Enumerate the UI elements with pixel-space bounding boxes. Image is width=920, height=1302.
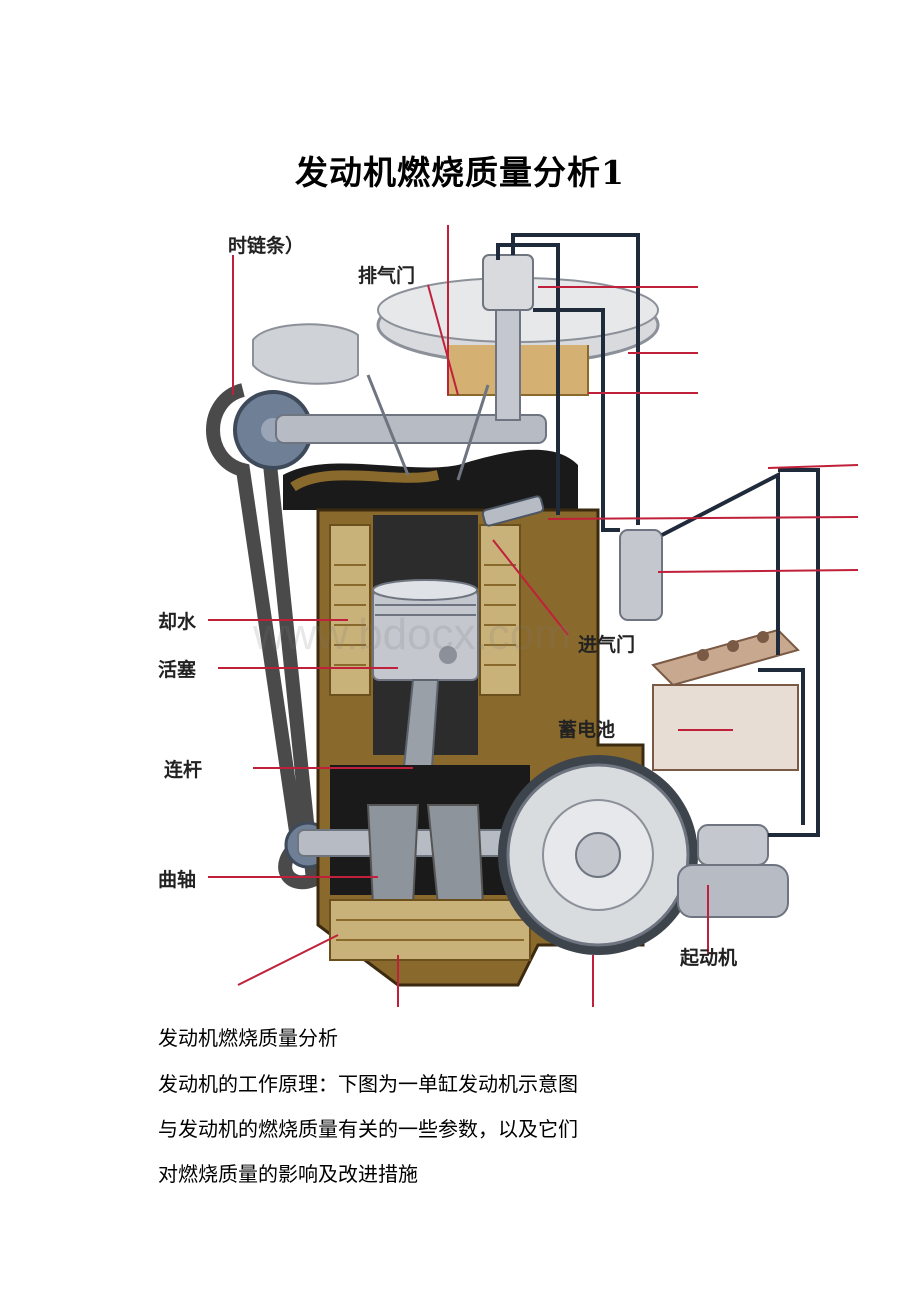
label-battery: 蓄电池 (558, 719, 616, 741)
valve-springs (366, 374, 490, 481)
label-crankshaft: 曲轴 (158, 869, 197, 891)
label-leaders (208, 225, 859, 1007)
label-timing-chain: 时链条） (228, 235, 305, 257)
exhaust-pipe (252, 323, 359, 385)
label-connecting-rod: 连杆 (164, 759, 203, 781)
distributor (482, 254, 534, 421)
oil-sump (329, 899, 531, 961)
camshaft (275, 414, 547, 444)
ignition-coil (619, 529, 663, 621)
engine-diagram: www.bdocx.com 时链条） 排气门 却水 活塞 连杆 曲轴 进气门 蓄… (158, 225, 860, 1007)
flywheel (498, 755, 698, 955)
coolant-jacket-left (329, 524, 371, 696)
wiring (496, 233, 820, 837)
paragraph-4: 对燃烧质量的影响及改进措施 (158, 1162, 418, 1186)
paragraph-3: 与发动机的燃烧质量有关的一些参数，以及它们 (158, 1117, 578, 1141)
label-exhaust-valve: 排气门 (358, 265, 416, 287)
starter-motor (677, 824, 789, 918)
piston (372, 579, 479, 681)
battery (651, 628, 800, 771)
label-intake-valve: 进气门 (578, 634, 636, 656)
document-title: 发动机燃烧质量分析1 (295, 153, 625, 192)
paragraph-1: 发动机燃烧质量分析 (158, 1026, 338, 1050)
paragraph-2: 发动机的工作原理：下图为一单缸发动机示意图 (158, 1072, 578, 1096)
spark-plug (481, 495, 545, 527)
label-coolant: 却水 (158, 611, 197, 633)
watermark: www.bdocx.com (253, 610, 571, 659)
coolant-jacket-right (479, 524, 521, 696)
label-starter: 起动机 (680, 947, 738, 969)
timing-belt (206, 383, 321, 890)
engine-diagram-svg (206, 225, 859, 1007)
label-piston: 活塞 (158, 659, 197, 681)
